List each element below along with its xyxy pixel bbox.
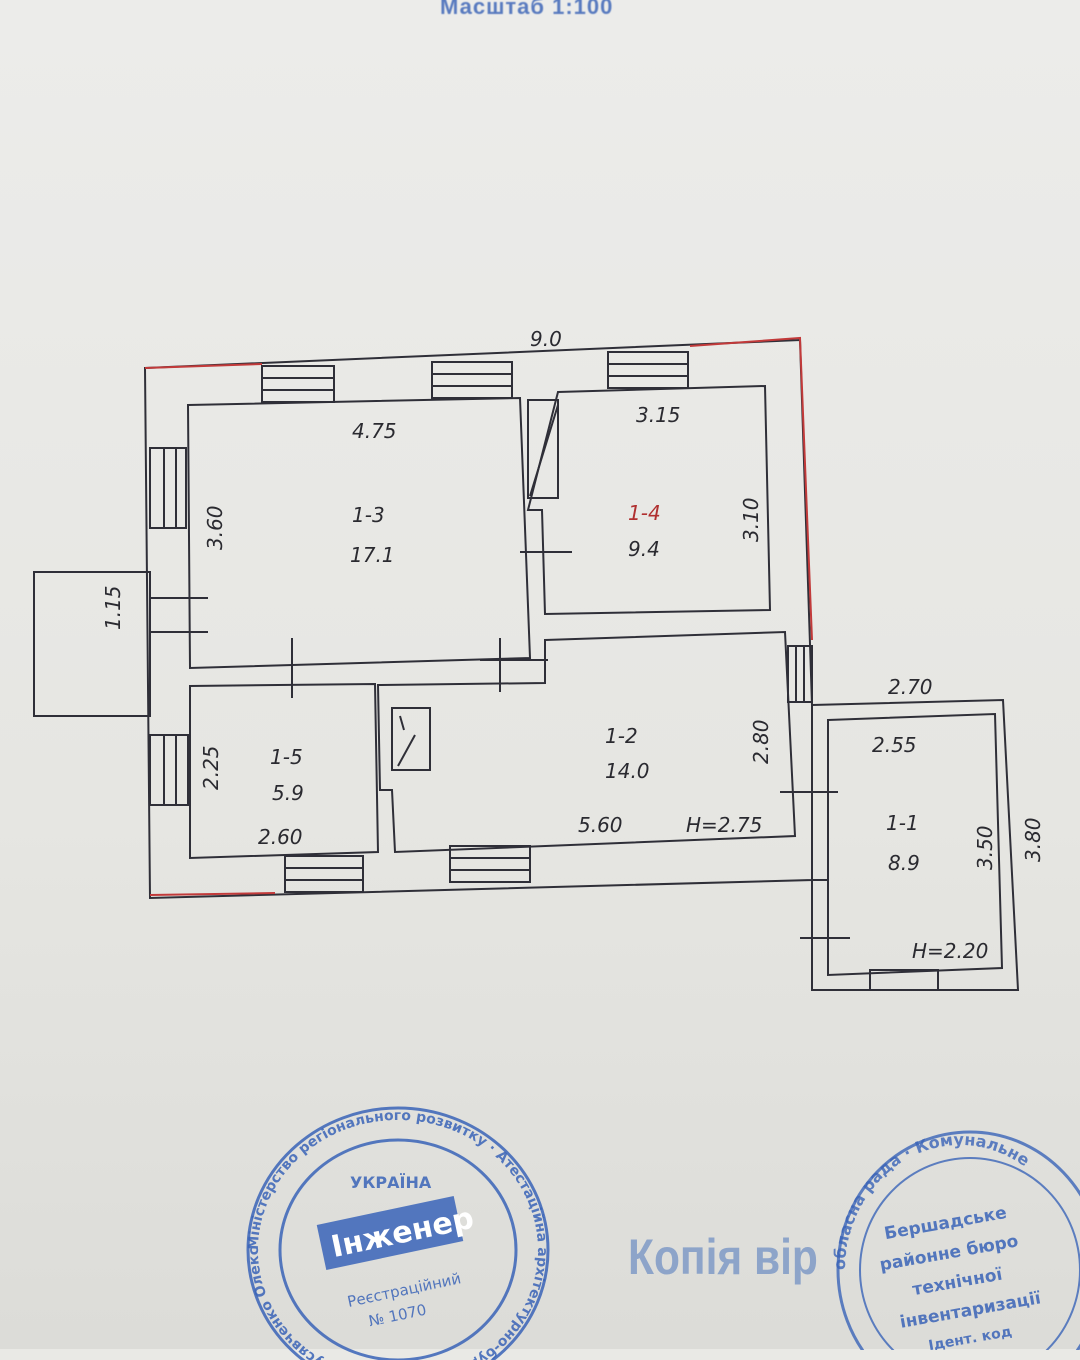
room-1-3-dim-h: 3.60 — [203, 505, 227, 550]
red-wall-highlight — [144, 336, 813, 896]
room-1-1-dim-w: 2.55 — [872, 733, 917, 757]
room-1-5-id: 1-5 — [270, 745, 303, 769]
height-main: H=2.75 — [686, 813, 762, 837]
room-1-1-dim-h: 3.50 — [973, 825, 997, 870]
bureau-stamp-line-5: Ідент. код — [927, 1324, 1013, 1350]
copy-certified-stamp: Копія вір — [628, 1229, 818, 1285]
room-1-3-area: 17.1 — [350, 543, 395, 567]
bureau-stamp-line-3: технічної — [911, 1265, 1004, 1301]
room-1-1-area: 8.9 — [888, 851, 920, 875]
room-1-5-dim-w: 2.60 — [258, 825, 303, 849]
dim-overall-width: 9.0 — [530, 327, 562, 351]
scale-stamp: Масштаб 1:100 — [440, 0, 614, 19]
porch — [33, 571, 151, 717]
room-1-4-dim-w: 3.15 — [636, 403, 681, 427]
annex-depth: 3.80 — [1021, 817, 1045, 862]
room-1-4-area: 9.4 — [628, 537, 660, 561]
room-1-5-area: 5.9 — [272, 781, 304, 805]
room-1-4-dim-h: 3.10 — [739, 497, 763, 542]
room-1-2-area: 14.0 — [605, 759, 650, 783]
room-1-5-outline — [189, 682, 380, 860]
annex-outer-wall — [811, 698, 1020, 991]
room-1-3-id: 1-3 — [352, 503, 385, 527]
windows — [149, 351, 813, 893]
porch-depth: 1.15 — [101, 585, 125, 630]
stove — [391, 707, 431, 771]
room-1-2-id: 1-2 — [605, 724, 638, 748]
door-swing — [527, 399, 559, 499]
room-1-2-dim-h: 2.80 — [749, 719, 773, 764]
room-1-3-dim-w: 4.75 — [352, 419, 397, 443]
room-1-4-id: 1-4 — [628, 501, 661, 525]
room-1-1-id: 1-1 — [886, 811, 919, 835]
room-1-2-dim-w: 5.60 — [578, 813, 623, 837]
engineer-stamp-country: УКРАЇНА — [350, 1173, 432, 1192]
height-annex: H=2.20 — [912, 939, 988, 963]
room-1-4-outline — [526, 384, 772, 616]
bureau-stamp: обласна рада · Комунальне Бершадське рай… — [830, 1130, 1080, 1350]
room-1-5-dim-h: 2.25 — [199, 745, 223, 790]
room-1-3-outline — [186, 396, 532, 670]
annex-width: 2.70 — [888, 675, 933, 699]
engineer-stamp: Міністерство регіонального розвитку · Ат… — [238, 1100, 550, 1360]
room-1-1-outline — [827, 712, 1004, 977]
